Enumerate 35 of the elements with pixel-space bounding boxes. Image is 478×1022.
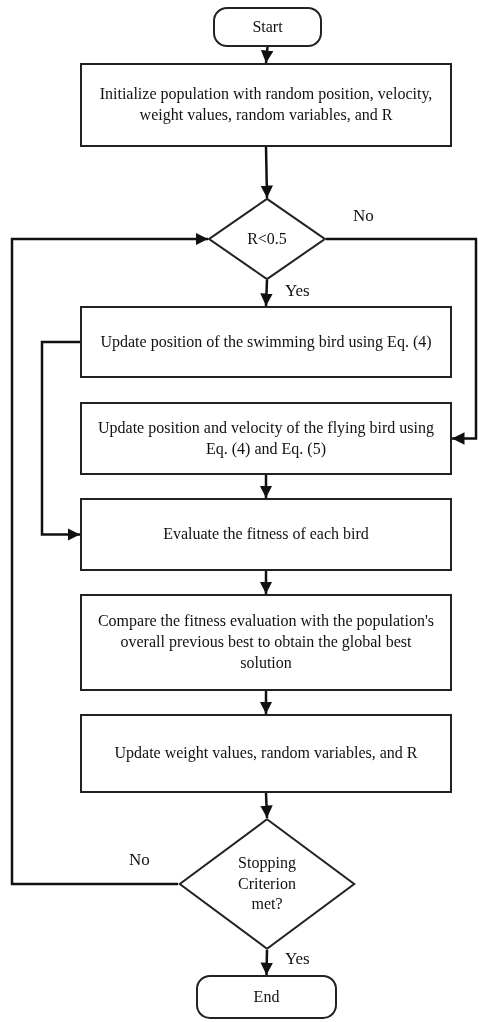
node-text: Initialize population with random position, velocity, weight values, random variables, and R xyxy=(98,84,434,126)
decision-diamond xyxy=(208,198,326,280)
process-box xyxy=(80,498,452,571)
node-text: Stopping Criterion met? xyxy=(237,852,297,915)
node-text: Update position of the swimming bird using Eq. (4) xyxy=(100,331,432,353)
arrow xyxy=(260,792,273,819)
edge-label: Yes xyxy=(284,282,311,299)
arrow xyxy=(259,571,273,594)
node-text: Start xyxy=(252,16,283,37)
arrow xyxy=(260,146,273,199)
process-box xyxy=(80,714,452,793)
arrow xyxy=(40,340,80,541)
edge-label: Yes xyxy=(284,950,311,967)
arrow xyxy=(260,949,273,976)
arrow xyxy=(326,237,478,445)
edge-label: No xyxy=(352,207,375,224)
edge-label: No xyxy=(128,851,151,868)
arrow xyxy=(259,691,273,714)
terminal-box xyxy=(196,975,337,1019)
node-text: End xyxy=(253,986,280,1007)
process-box xyxy=(80,402,452,475)
arrow xyxy=(10,232,208,886)
node-text: Update weight values, random variables, and R xyxy=(114,743,418,764)
process-box xyxy=(80,594,452,691)
process-box xyxy=(80,306,452,378)
arrow xyxy=(259,475,273,498)
node-text: Update position and velocity of the flying bird using Eq. (4) and Eq. (5) xyxy=(97,417,435,460)
arrow xyxy=(260,279,273,307)
arrow xyxy=(260,46,274,64)
process-box xyxy=(80,63,452,147)
node-text: Evaluate the fitness of each bird xyxy=(163,524,369,545)
node-text: R<0.5 xyxy=(247,228,287,249)
decision-diamond xyxy=(178,818,356,950)
node-text: Compare the fitness evaluation with the population's overall previous best to obtain the global best solution xyxy=(96,611,436,673)
terminal-box xyxy=(213,7,322,47)
